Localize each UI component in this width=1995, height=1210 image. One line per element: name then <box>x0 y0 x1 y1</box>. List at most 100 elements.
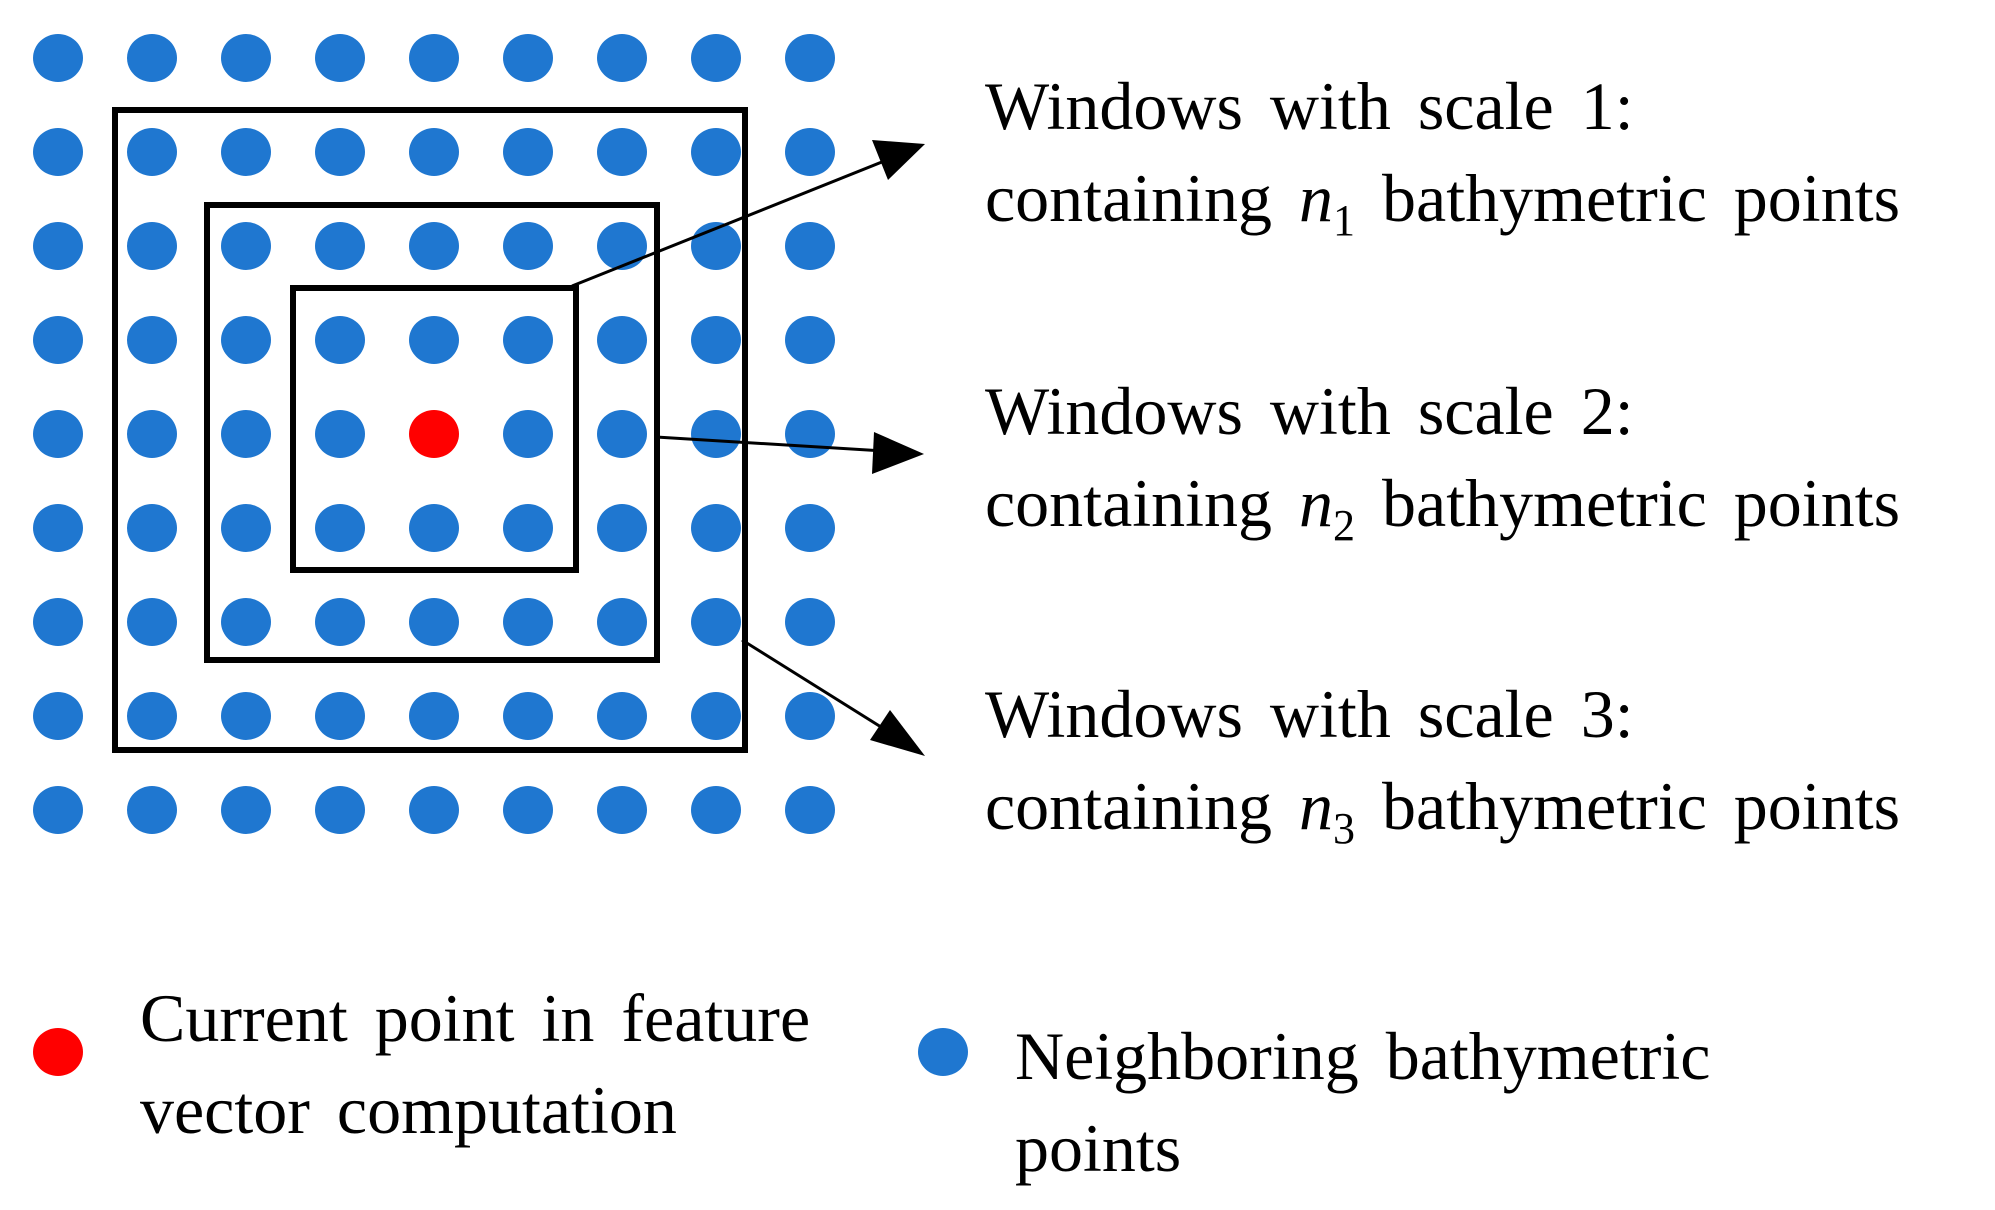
neighbor-point <box>691 692 741 740</box>
neighbor-point <box>597 504 647 552</box>
neighbor-point <box>33 692 83 740</box>
neighbor-point <box>597 692 647 740</box>
arrow-scale-2 <box>655 435 901 454</box>
neighbor-point <box>33 786 83 834</box>
window-scale-2-box <box>204 202 660 663</box>
window-scale-2-label: Windows with scale 2: containing n2 bath… <box>985 365 1900 549</box>
arrowhead-scale-1 <box>872 140 925 180</box>
neighbor-point <box>221 504 271 552</box>
neighbor-point <box>221 128 271 176</box>
legend-neighbor-point-marker <box>918 1028 968 1076</box>
arrow-scale-3 <box>741 638 906 744</box>
neighbor-point <box>785 504 835 552</box>
neighbor-point <box>597 128 647 176</box>
neighbor-point <box>127 692 177 740</box>
neighbor-point <box>691 316 741 364</box>
neighbor-point <box>691 786 741 834</box>
neighbor-point <box>315 504 365 552</box>
legend-current-point-marker <box>33 1028 83 1076</box>
neighbor-point <box>409 786 459 834</box>
neighbor-point <box>785 316 835 364</box>
neighbor-point <box>33 598 83 646</box>
neighbor-point <box>409 222 459 270</box>
neighbor-point <box>503 410 553 458</box>
neighbor-point <box>597 598 647 646</box>
neighbor-point <box>503 504 553 552</box>
neighbor-point <box>315 128 365 176</box>
current-point <box>409 410 459 458</box>
neighbor-point <box>127 504 177 552</box>
neighbor-point <box>691 598 741 646</box>
neighbor-point <box>127 410 177 458</box>
neighbor-point <box>33 34 83 82</box>
neighbor-point <box>503 316 553 364</box>
neighbor-point <box>785 128 835 176</box>
neighbor-point <box>221 410 271 458</box>
neighbor-point <box>503 598 553 646</box>
neighbor-point <box>315 598 365 646</box>
neighbor-point <box>503 786 553 834</box>
neighbor-point <box>691 504 741 552</box>
neighbor-point <box>127 222 177 270</box>
neighbor-point <box>597 410 647 458</box>
neighbor-point <box>127 316 177 364</box>
neighbor-point <box>785 692 835 740</box>
legend-current-point-label: Current point in feature vector computat… <box>140 980 811 1148</box>
neighbor-point <box>503 34 553 82</box>
neighbor-point <box>33 504 83 552</box>
neighbor-point <box>315 692 365 740</box>
neighbor-point <box>597 34 647 82</box>
neighbor-point <box>127 128 177 176</box>
neighbor-point <box>221 692 271 740</box>
neighbor-point <box>33 410 83 458</box>
window-scale-3-desc: containing n3 bathymetric points <box>985 768 1901 853</box>
bathymetric-points-grid <box>33 34 835 834</box>
window-scale-3-label: Windows with scale 3: containing n3 bath… <box>985 668 1900 852</box>
window-scale-2-desc: containing n2 bathymetric points <box>985 465 1901 550</box>
window-scale-1-title: Windows with scale 1: <box>985 68 1634 144</box>
neighbor-point <box>221 316 271 364</box>
neighbor-point <box>221 598 271 646</box>
neighbor-point <box>221 222 271 270</box>
neighbor-point <box>33 128 83 176</box>
neighbor-point <box>315 410 365 458</box>
window-scale-1-desc: containing n1 bathymetric points <box>985 160 1901 245</box>
neighbor-point <box>409 316 459 364</box>
neighbor-point <box>691 410 741 458</box>
neighbor-point <box>127 34 177 82</box>
neighbor-point <box>127 598 177 646</box>
neighbor-point <box>315 786 365 834</box>
neighbor-point <box>33 222 83 270</box>
neighbor-point <box>315 222 365 270</box>
neighbor-point <box>597 222 647 270</box>
neighbor-point <box>503 692 553 740</box>
neighbor-point <box>503 128 553 176</box>
neighbor-point <box>221 786 271 834</box>
neighbor-point <box>691 34 741 82</box>
neighbor-point <box>221 34 271 82</box>
neighbor-point <box>33 316 83 364</box>
neighbor-point <box>597 786 647 834</box>
neighbor-point <box>785 786 835 834</box>
neighbor-point <box>597 316 647 364</box>
neighbor-point <box>409 128 459 176</box>
neighbor-point <box>409 692 459 740</box>
neighbor-point <box>409 598 459 646</box>
window-scale-1-label: Windows with scale 1: containing n1 bath… <box>985 60 1900 244</box>
window-scale-1-box <box>290 285 579 573</box>
legend-neighbor-point-label: Neighboring bathymetric points <box>1015 1018 1711 1186</box>
neighbor-point <box>409 34 459 82</box>
neighbor-point <box>503 222 553 270</box>
window-scale-3-title: Windows with scale 3: <box>985 676 1634 752</box>
arrowhead-scale-2 <box>872 432 924 474</box>
neighbor-point <box>691 128 741 176</box>
neighbor-point <box>785 222 835 270</box>
neighbor-point <box>315 316 365 364</box>
arrow-scale-1 <box>571 146 918 288</box>
arrowhead-scale-3 <box>870 710 925 756</box>
neighbor-point <box>127 786 177 834</box>
neighbor-point <box>785 598 835 646</box>
neighbor-point <box>785 410 835 458</box>
window-scale-3-box <box>112 107 748 753</box>
